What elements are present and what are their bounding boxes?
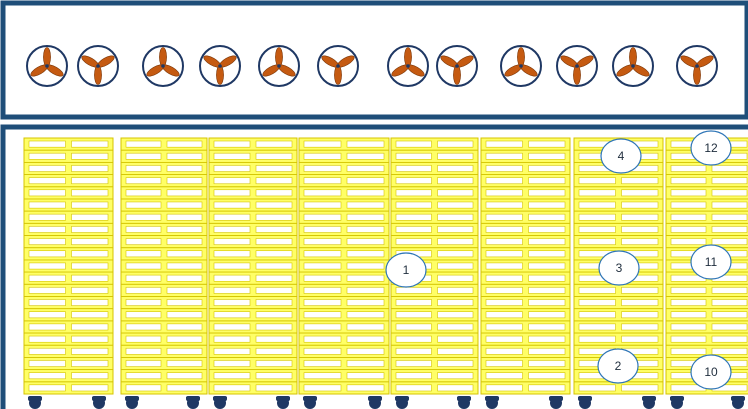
fan-icon [199,45,241,87]
rack [120,137,208,409]
wheel-icon [368,396,382,409]
marker-4: 4 [600,138,642,174]
marker-label: 2 [615,359,622,373]
wheel-icon [276,396,290,409]
fan-icon [142,45,184,87]
wheel-icon [28,396,42,409]
marker-label: 3 [616,261,623,275]
marker-11: 11 [690,244,732,280]
fan-icon [258,45,300,87]
fan-chamber [0,0,748,120]
marker-label: 11 [705,255,718,269]
rack [298,137,390,409]
marker-label: 4 [618,149,625,163]
shelf [390,381,479,395]
wheel-icon [395,396,409,409]
fan-icon [556,45,598,87]
shelf [120,381,208,395]
wheel-icon [186,396,200,409]
wheel-icon [670,396,684,409]
shelf [208,381,298,395]
marker-10: 10 [690,354,732,390]
wheel-icon [213,396,227,409]
marker-label: 10 [704,365,718,379]
marker-2: 2 [597,348,639,384]
rack-chamber-frame [0,124,748,409]
rack-row [23,137,748,409]
marker-label: 12 [704,141,718,155]
rack [480,137,571,409]
fan-icon [387,45,429,87]
wheel-icon [125,396,139,409]
wheel-icon [457,396,471,409]
fan-icon [676,45,718,87]
wheel-icon [731,396,745,409]
marker-3: 3 [598,250,640,286]
fan-row [26,45,718,87]
marker-12: 12 [690,130,732,166]
fan-icon [77,45,119,87]
wheel-icon [642,396,656,409]
wheel-icon [578,396,592,409]
marker-label: 1 [403,263,410,277]
fan-icon [612,45,654,87]
shelf [480,381,571,395]
rack [23,137,114,409]
fan-icon [317,45,359,87]
wheel-icon [485,396,499,409]
fan-icon [500,45,542,87]
marker-1: 1 [385,252,427,288]
wheel-icon [549,396,563,409]
wheel-icon [92,396,106,409]
wheel-icon [303,396,317,409]
shelf [298,381,390,395]
fan-icon [26,45,68,87]
fan-icon [436,45,478,87]
shelf [23,381,114,395]
rack [208,137,298,409]
